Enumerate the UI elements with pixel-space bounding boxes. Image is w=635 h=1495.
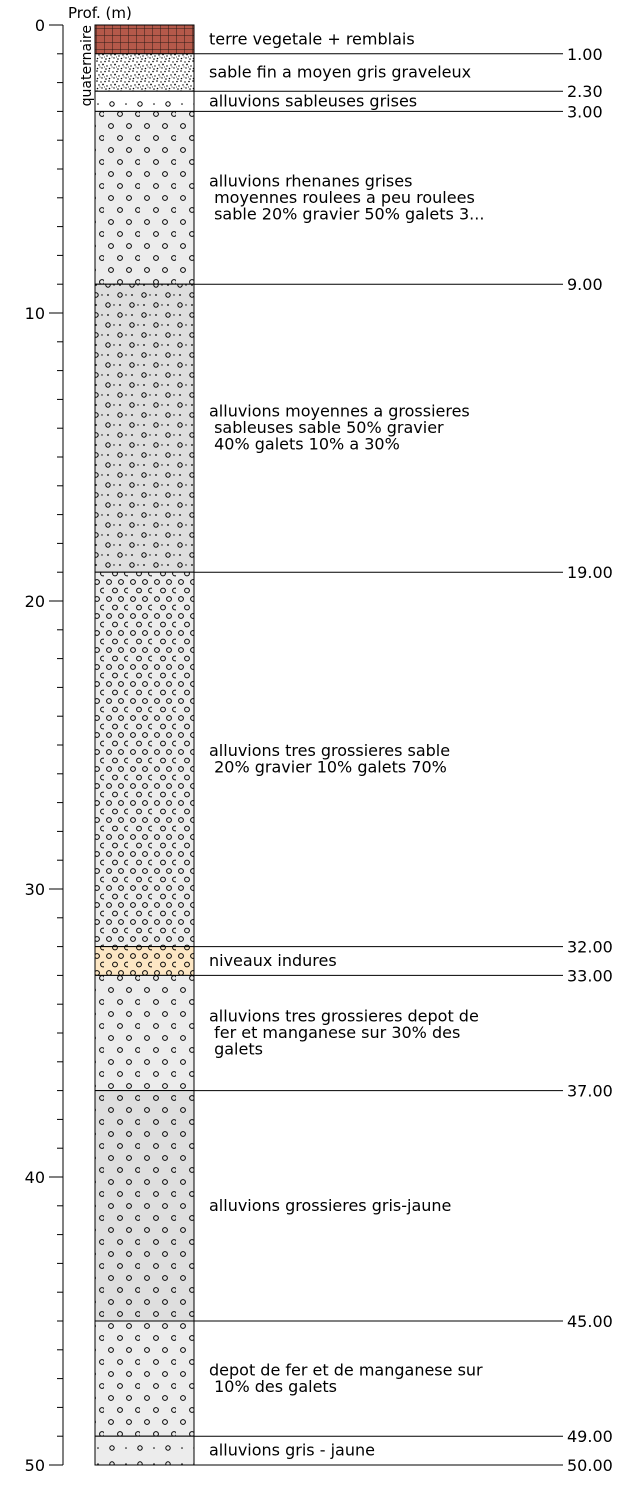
layer-description: alluvions moyennes a grossieres sableuse…: [209, 402, 470, 454]
layer-pattern: [94, 1320, 195, 1437]
layer-description: alluvions tres grossieres depot de fer e…: [209, 1007, 479, 1059]
layer-depth-label: 1.00: [567, 45, 603, 64]
axis-tick-label: 50: [25, 1456, 45, 1475]
layer-description-line: alluvions moyennes a grossieres: [209, 402, 470, 421]
layer-depth-label: 45.00: [567, 1312, 613, 1331]
layer-depth-label: 9.00: [567, 275, 603, 294]
layer-description: alluvions sableuses grises: [209, 91, 417, 110]
layer-pattern: [94, 974, 195, 1092]
layer-pattern: [94, 24, 195, 55]
layer-description-line: depot de fer et de manganese sur: [209, 1360, 483, 1379]
layer-pattern: [94, 283, 195, 573]
layer-pattern: [94, 946, 195, 976]
layer-depth-label: 2.30: [567, 82, 603, 101]
layer-description-line: 10% des galets: [209, 1377, 337, 1396]
layer-description-line: alluvions tres grossieres sable: [209, 741, 450, 760]
layer-description-line: sableuses sable 50% gravier: [209, 418, 444, 437]
layer-depth-label: 33.00: [567, 966, 613, 985]
layer-description-line: alluvions tres grossieres depot de: [209, 1007, 479, 1026]
axis-title: Prof. (m): [68, 4, 132, 22]
layer-depth-label: 32.00: [567, 938, 613, 957]
layer-description: sable fin a moyen gris graveleux: [209, 63, 471, 82]
layer-description: depot de fer et de manganese sur 10% des…: [209, 1360, 483, 1396]
layer-description-line: moyennes roulees a peu roulees: [209, 188, 475, 207]
layer-description-line: alluvions sableuses grises: [209, 91, 417, 110]
axis-tick-label: 40: [25, 1168, 45, 1187]
layer-pattern: [94, 90, 195, 112]
layer-description-line: alluvions gris - jaune: [209, 1441, 375, 1460]
layer-depth-label: 37.00: [567, 1082, 613, 1101]
axis-tick-label: 0: [35, 16, 45, 35]
layer-description: niveaux indures: [209, 951, 337, 970]
layer-description: terre vegetale + remblais: [209, 29, 415, 48]
layer-description-line: alluvions grossieres gris-jaune: [209, 1196, 451, 1215]
layer-depth-label: 50.00: [567, 1456, 613, 1475]
layer-depth-label: 49.00: [567, 1427, 613, 1446]
layer-description-line: terre vegetale + remblais: [209, 29, 415, 48]
layer-pattern: [94, 571, 195, 948]
layer-description-line: alluvions rhenanes grises: [209, 171, 412, 190]
layer-pattern: [94, 110, 195, 285]
layer-description-line: galets: [209, 1040, 263, 1059]
layer-pattern: [94, 1090, 195, 1322]
layer-depth-label: 3.00: [567, 102, 603, 121]
layer-description-line: 40% galets 10% a 30%: [209, 435, 400, 454]
layer-description-line: niveaux indures: [209, 951, 337, 970]
layer-description: alluvions grossieres gris-jaune: [209, 1196, 451, 1215]
depth-axis: 0 10 20 30 40 50 Prof. (m) quaternaire: [25, 4, 132, 1475]
layer-description-line: sable 20% gravier 50% galets 3...: [209, 204, 484, 223]
axis-tick-label: 30: [25, 880, 45, 899]
layer-description: alluvions gris - jaune: [209, 1441, 375, 1460]
layer-pattern: [94, 1435, 195, 1466]
layer-description: alluvions rhenanes grises moyennes roule…: [209, 171, 484, 223]
layer-annotations: 1.00 terre vegetale + remblais 2.30 sable f…: [194, 29, 613, 1475]
layer-description: alluvions tres grossieres sable 20% grav…: [209, 741, 450, 777]
stratigraphy-label: quaternaire: [79, 25, 95, 106]
layer-description-line: fer et manganese sur 30% des: [209, 1023, 460, 1042]
layer-depth-label: 19.00: [567, 563, 613, 582]
layer-description-line: sable fin a moyen gris graveleux: [209, 63, 471, 82]
layer-column: [94, 24, 195, 1466]
layer-description-line: 20% gravier 10% galets 70%: [209, 758, 447, 777]
layer-pattern: [94, 53, 195, 92]
axis-tick-label: 10: [25, 304, 45, 323]
axis-tick-label: 20: [25, 592, 45, 611]
